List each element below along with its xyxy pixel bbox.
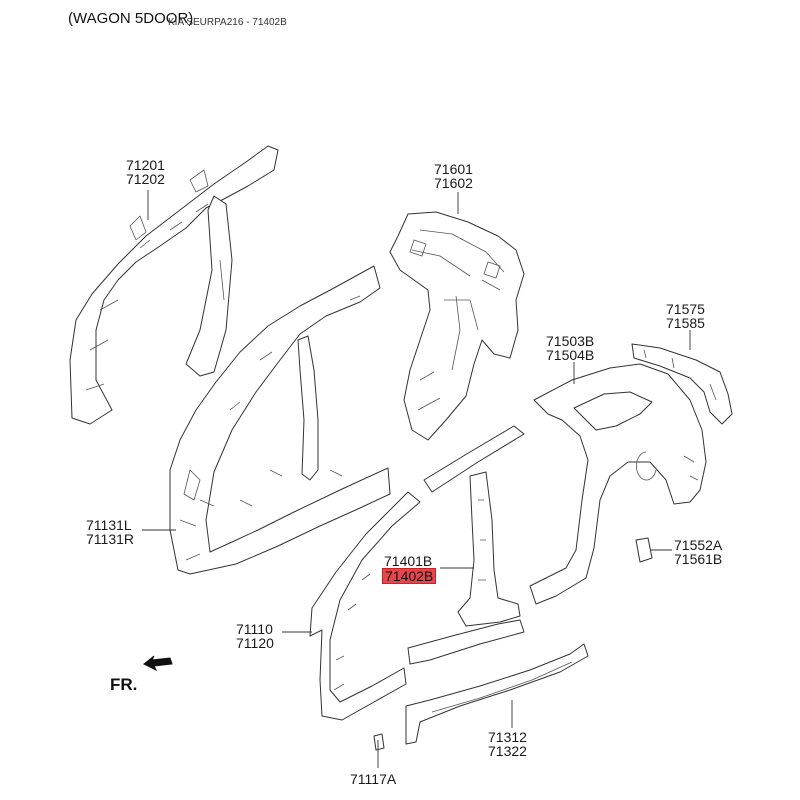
callout-71503-line2: 71504B: [546, 347, 595, 363]
callout-71401[interactable]: 71401B 71402B: [382, 553, 437, 584]
callout-71110-line1: 71110: [236, 621, 273, 637]
front-arrow-icon: [143, 655, 173, 672]
callout-71575[interactable]: 71575 71585: [666, 302, 705, 330]
part-code: KIA SEURPA216 - 71402B: [168, 17, 287, 28]
callout-71201-line2: 71202: [126, 171, 165, 187]
callout-71552-line1: 71552A: [674, 537, 723, 553]
callout-71131-line2: 71131R: [86, 531, 135, 547]
part-71552-clip[interactable]: [635, 537, 653, 563]
callout-71575-line1: 71575: [666, 301, 705, 317]
part-roof-rail-strip[interactable]: [423, 425, 525, 493]
part-71110-front-pillar[interactable]: [309, 491, 525, 721]
part-71312-side-sill[interactable]: [405, 643, 589, 745]
part-71503-quarter-outer[interactable]: [529, 363, 707, 605]
callout-71312-line1: 71312: [488, 729, 527, 745]
callout-71503[interactable]: 71503B 71504B: [546, 334, 594, 362]
callout-71601[interactable]: 71601 71602: [434, 162, 473, 190]
callout-71312-line2: 71322: [488, 743, 527, 759]
callout-71503-line1: 71503B: [546, 333, 595, 349]
front-direction-label: FR.: [110, 675, 138, 694]
callout-71601-line2: 71602: [434, 175, 473, 191]
part-71401-center-pillar[interactable]: [457, 471, 521, 627]
callout-71312[interactable]: 71312 71322: [488, 730, 527, 758]
callout-71575-line2: 71585: [666, 315, 705, 331]
part-71201-pillar-inner[interactable]: [69, 145, 279, 425]
leader-lines: [142, 190, 691, 768]
callout-71552-line2: 71561B: [674, 551, 723, 567]
callout-71117-line1: 71117A: [350, 771, 397, 787]
callout-71110[interactable]: 71110 71120: [236, 622, 274, 650]
callout-71117[interactable]: 71117A: [350, 772, 396, 786]
callout-71401-line1: 71401B: [384, 553, 433, 569]
callout-71402b-highlighted: 71402B: [382, 568, 437, 584]
callout-71601-line1: 71601: [434, 161, 473, 177]
diagram-title: (WAGON 5DOOR): [68, 10, 194, 27]
part-71117-clip[interactable]: [373, 733, 385, 751]
part-71131-side-outer[interactable]: [169, 265, 391, 575]
callout-71201[interactable]: 71201 71202: [126, 158, 165, 186]
callout-71131-line1: 71131L: [86, 517, 132, 533]
part-71601-quarter-inner[interactable]: [389, 211, 525, 441]
callout-71552[interactable]: 71552A 71561B: [674, 538, 722, 566]
callout-71201-line1: 71201: [126, 157, 165, 173]
callout-71131[interactable]: 71131L 71131R: [86, 518, 134, 546]
part-71575-bracket[interactable]: [631, 343, 733, 425]
callout-71110-line2: 71120: [236, 635, 274, 651]
